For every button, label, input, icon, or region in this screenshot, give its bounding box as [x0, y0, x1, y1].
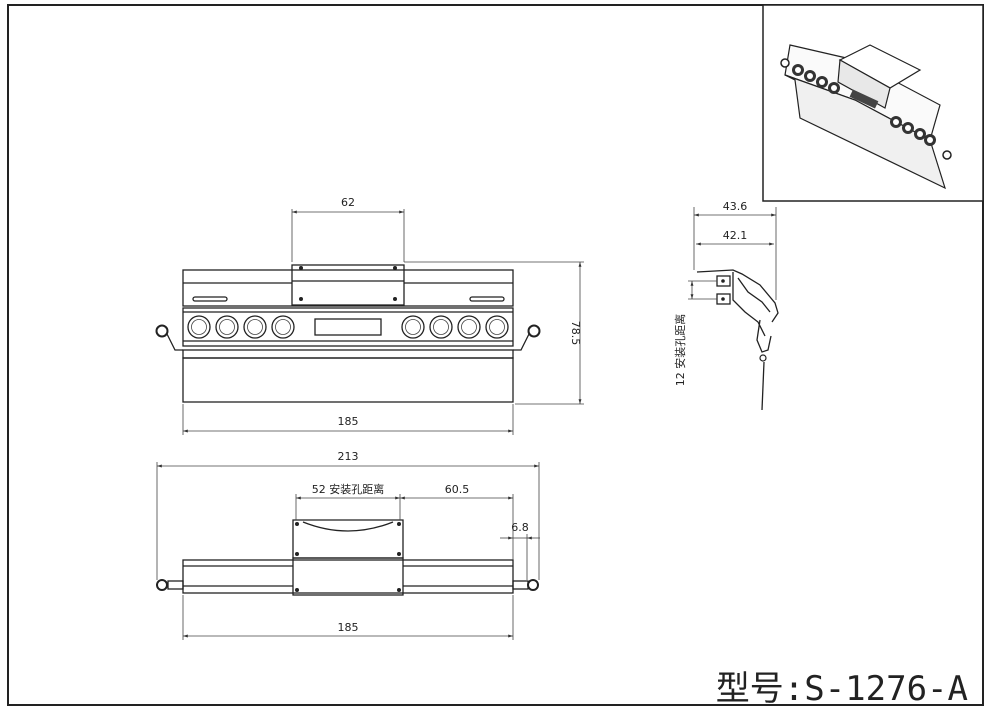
bottom-dim-side: 60.5: [445, 483, 470, 496]
front-dim-height: 78.5: [569, 321, 582, 346]
bottom-dim-hole-spacing: 52 安装孔距离: [312, 482, 385, 496]
front-view: 62 78.5 185: [155, 196, 584, 435]
front-lamps: [187, 315, 509, 339]
drawing-border: [7, 4, 984, 706]
side-dim-inner: 42.1: [723, 229, 748, 242]
isometric-preview: [762, 4, 984, 202]
side-dim-hole: 12 安装孔距离: [673, 314, 687, 387]
front-dim-top: 62: [341, 196, 355, 209]
bottom-dim-small: 6.8: [511, 521, 529, 534]
bottom-dim-width: 185: [338, 621, 359, 634]
side-dim-outer: 43.6: [723, 200, 748, 213]
bottom-dim-total: 213: [338, 450, 359, 463]
front-dim-width: 185: [338, 415, 359, 428]
side-view: 43.6 42.1 12 安装孔距离: [673, 200, 779, 411]
model-label: 型号:S-1276-A: [716, 669, 968, 709]
bottom-view: 213 52 安装孔距离 60.5 6.8 185: [156, 450, 540, 640]
